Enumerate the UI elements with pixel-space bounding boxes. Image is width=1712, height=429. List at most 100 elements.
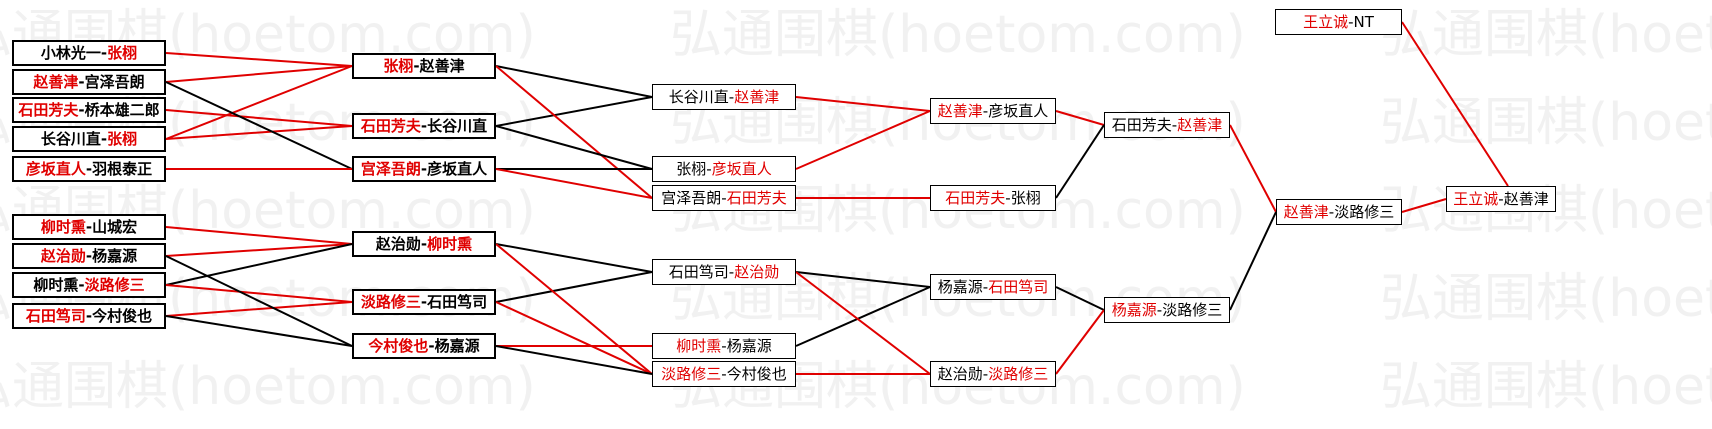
match-r3m1: 长谷川直-赵善津 xyxy=(652,84,796,110)
match-r1m5: 彦坂直人-羽根泰正 xyxy=(12,156,166,182)
player-b: 杨嘉源 xyxy=(92,247,138,265)
player-a: 长谷川直 xyxy=(668,88,729,106)
link-r4m3-r5m2 xyxy=(1055,286,1105,311)
match-r1m8: 柳时熏-淡路修三 xyxy=(12,272,166,298)
player-b: 淡路修三 xyxy=(988,365,1049,383)
player-b: 张栩 xyxy=(1010,189,1041,207)
match-r1m7: 赵治勋-杨嘉源 xyxy=(12,243,166,269)
player-b: 羽根泰正 xyxy=(92,160,153,178)
separator: - xyxy=(721,189,727,207)
separator: - xyxy=(420,293,428,311)
player-b: 宫泽吾朗 xyxy=(84,73,145,91)
separator: - xyxy=(1498,190,1504,208)
match-r2m4: 赵治勋-柳时熏 xyxy=(352,231,496,257)
link-r5m2-r6m1 xyxy=(1229,211,1277,311)
watermark-text: 弘通围棋(hoetom.com) xyxy=(1380,5,1712,65)
watermark-text: 弘通围棋(hoetom.com) xyxy=(1380,93,1712,153)
player-a: 石田芳夫 xyxy=(360,117,421,135)
player-a: 石田笃司 xyxy=(25,307,86,325)
match-r2m6: 今村俊也-杨嘉源 xyxy=(352,333,496,359)
match-r1m1: 小林光一-张栩 xyxy=(12,40,166,66)
link-r4m4-r5m2 xyxy=(1055,309,1105,375)
player-a: 赵治勋 xyxy=(40,247,86,265)
separator: - xyxy=(1005,189,1011,207)
player-a: 石田芳夫 xyxy=(18,101,79,119)
match-r2m5: 淡路修三-石田笃司 xyxy=(352,289,496,315)
player-b: 今村俊也 xyxy=(92,307,153,325)
link-r7m0-r7m1 xyxy=(1401,21,1509,187)
match-r4m2: 石田芳夫-张栩 xyxy=(930,185,1056,211)
match-r4m1: 赵善津-彦坂直人 xyxy=(930,98,1056,124)
match-r1m9: 石田笃司-今村俊也 xyxy=(12,303,166,329)
separator: - xyxy=(721,365,727,383)
player-b: 张栩 xyxy=(107,44,138,62)
separator: - xyxy=(420,117,428,135)
separator: - xyxy=(413,57,420,75)
separator: - xyxy=(78,101,85,119)
link-r6m1-r7m1 xyxy=(1401,198,1447,213)
player-b: 彦坂直人 xyxy=(988,102,1049,120)
link-r4m1-r5m1 xyxy=(1055,110,1105,126)
player-a: 赵治勋 xyxy=(937,365,983,383)
link-r2m2-r3m1 xyxy=(495,96,653,127)
link-r2m4-r3m6 xyxy=(495,243,653,375)
player-a: 杨嘉源 xyxy=(1111,301,1157,319)
match-r6m1: 赵善津-淡路修三 xyxy=(1276,199,1402,225)
player-a: 小林光一 xyxy=(40,44,101,62)
player-a: 张栩 xyxy=(676,160,707,178)
match-r4m4: 赵治勋-淡路修三 xyxy=(930,361,1056,387)
link-r1m7-r2m6 xyxy=(165,255,353,347)
link-r1m2-r2m1 xyxy=(165,65,353,83)
player-b: 石田笃司 xyxy=(988,278,1049,296)
link-r2m4-r3m4 xyxy=(495,243,653,273)
player-b: 今村俊也 xyxy=(726,365,787,383)
separator: - xyxy=(78,73,85,91)
separator: - xyxy=(1328,203,1335,221)
player-b: 赵善津 xyxy=(734,88,780,106)
separator: - xyxy=(85,247,93,265)
match-r3m6: 淡路修三-今村俊也 xyxy=(652,361,796,387)
player-a: 宫泽吾朗 xyxy=(360,160,421,178)
link-r2m1-r3m1 xyxy=(495,65,653,98)
separator: - xyxy=(85,218,93,236)
separator: - xyxy=(85,160,93,178)
separator: - xyxy=(728,263,735,281)
link-r1m8-r2m5 xyxy=(165,284,353,303)
separator: - xyxy=(1156,301,1163,319)
match-r1m6: 柳时熏-山城宏 xyxy=(12,214,166,240)
player-b: 杨嘉源 xyxy=(434,337,480,355)
player-a: 王立诚 xyxy=(1453,190,1499,208)
player-a: 赵善津 xyxy=(1283,203,1329,221)
separator: - xyxy=(982,278,989,296)
player-a: 杨嘉源 xyxy=(937,278,983,296)
player-a: 石田笃司 xyxy=(668,263,729,281)
player-b: 彦坂直人 xyxy=(427,160,488,178)
link-r2m5-r3m4 xyxy=(495,271,653,303)
link-r2m6-r3m6 xyxy=(495,345,653,375)
link-r1m4-r2m2 xyxy=(165,125,353,140)
player-b: 彦坂直人 xyxy=(711,160,772,178)
link-r2m2-r3m2 xyxy=(495,125,653,170)
player-a: 淡路修三 xyxy=(661,365,722,383)
player-a: 张栩 xyxy=(383,57,414,75)
watermark-text: 弘通围棋(hoetom.com) xyxy=(1380,357,1712,417)
player-a: 赵善津 xyxy=(33,73,79,91)
separator: - xyxy=(420,235,428,253)
player-a: 柳时熏 xyxy=(33,276,79,294)
link-r1m7-r2m4 xyxy=(165,243,353,257)
player-a: 宫泽吾朗 xyxy=(661,189,722,207)
watermark-text: 弘通围棋(hoetom.com) xyxy=(0,357,536,417)
link-r1m3-r2m2 xyxy=(165,109,353,127)
player-a: 石田芳夫 xyxy=(945,189,1006,207)
player-b: 淡路修三 xyxy=(1334,203,1395,221)
player-b: 赵治勋 xyxy=(734,263,780,281)
link-r1m8-r2m4 xyxy=(165,243,353,286)
match-r2m1: 张栩-赵善津 xyxy=(352,53,496,79)
separator: - xyxy=(420,160,428,178)
match-r3m3: 宫泽吾朗-石田芳夫 xyxy=(652,185,796,211)
player-b: 杨嘉源 xyxy=(726,337,772,355)
link-r3m4-r4m4 xyxy=(795,271,931,375)
link-r3m1-r4m1 xyxy=(795,96,931,112)
